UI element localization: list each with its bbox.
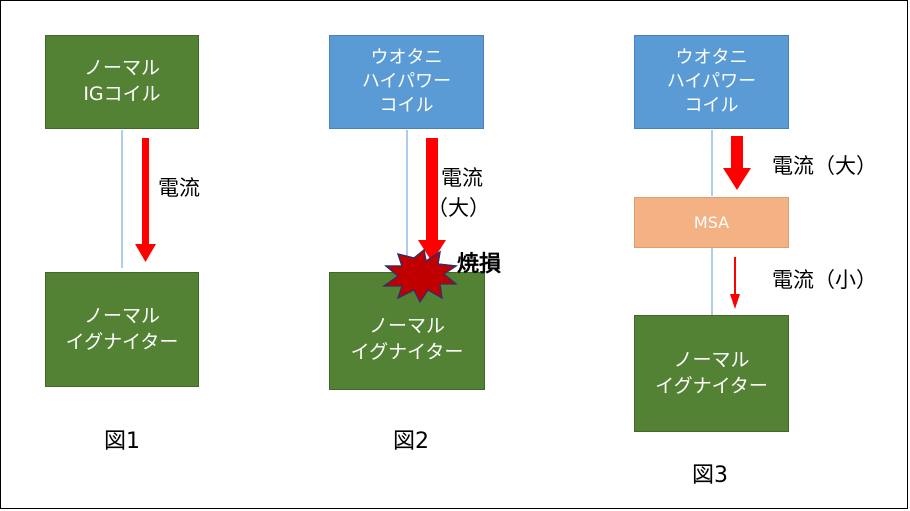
fig3-msa-box: MSA (634, 197, 789, 248)
fig2-burn-label: 焼損 (457, 252, 502, 277)
fig3-msa-label: MSA (693, 212, 730, 232)
fig1-normal-ig-coil-box: ノーマル IGコイル (45, 35, 199, 129)
fig3-current-label-bottom: 電流（小） (772, 268, 877, 292)
fig2-current-arrow (418, 138, 446, 262)
fig1-current-arrow (135, 138, 156, 262)
fig1-bottom-box-line2: イグナイター (65, 330, 179, 353)
fig2-current-label-line1: 電流 (441, 166, 483, 190)
fig2-burst-shape (381, 248, 458, 304)
fig3-top-box-line2: ハイパワー (666, 70, 757, 92)
fig1-caption: 図1 (104, 429, 140, 454)
fig3-top-box-line3: コイル (684, 95, 739, 117)
fig2-bottom-box-line2: イグナイター (350, 341, 464, 363)
fig1-current-label: 電流 (158, 176, 200, 200)
fig1-normal-igniter-box: ノーマル イグナイター (45, 272, 199, 387)
fig3-normal-igniter-box: ノーマル イグナイター (634, 315, 789, 432)
fig1-top-box-line2: IGコイル (83, 83, 161, 105)
fig3-top-box-line1: ウオタニ (675, 46, 748, 68)
fig3-current-arrow-large (723, 136, 751, 190)
fig3-bottom-box-line2: イグナイター (655, 374, 768, 397)
fig2-top-box-line2: ハイパワー (361, 70, 452, 92)
fig2-current-label-line2: （大） (427, 196, 490, 220)
fig3-bottom-box-line1: ノーマル (673, 348, 750, 371)
fig3-current-arrow-small (730, 257, 740, 309)
fig2-caption: 図2 (393, 429, 429, 454)
fig1-top-box-line1: ノーマル (83, 57, 160, 80)
fig2-top-box-line3: コイル (379, 95, 434, 117)
fig3-caption: 図3 (692, 463, 728, 488)
fig3-high-power-coil-box: ウオタニ ハイパワー コイル (634, 35, 789, 129)
fig2-bottom-box-line1: ノーマル (368, 315, 445, 338)
fig1-bottom-box-line1: ノーマル (83, 304, 160, 327)
fig2-top-box-line1: ウオタニ (370, 46, 443, 68)
fig3-current-label-top: 電流（大） (772, 154, 877, 178)
fig2-high-power-coil-box: ウオタニ ハイパワー コイル (329, 35, 484, 129)
